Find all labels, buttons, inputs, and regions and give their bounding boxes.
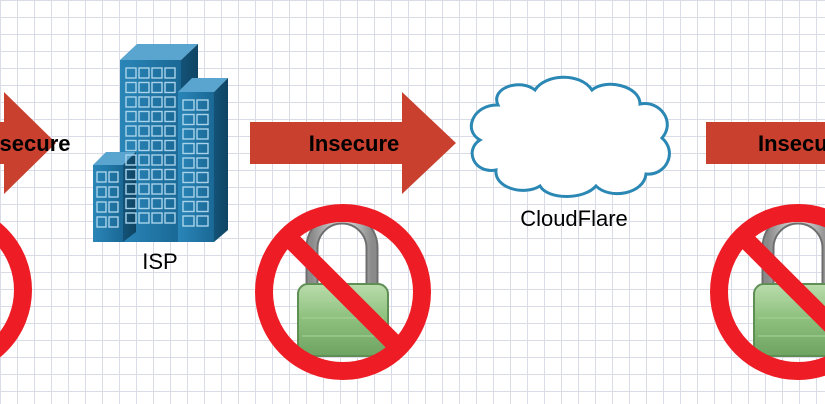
building-window xyxy=(151,168,163,181)
building-window xyxy=(196,99,209,111)
building-window xyxy=(182,128,195,140)
isp-label: ISP xyxy=(142,249,177,274)
isp-building-icon xyxy=(93,44,228,242)
building-window xyxy=(164,139,176,152)
arrow-right-label: Insecure xyxy=(758,131,825,156)
building-window xyxy=(182,215,195,227)
building-window xyxy=(108,201,119,213)
building-window xyxy=(196,128,209,140)
arrow-isp-to-cloudflare: Insecure xyxy=(250,92,456,194)
building-window xyxy=(125,168,137,181)
building-window xyxy=(125,125,137,137)
building-window xyxy=(182,142,195,155)
building-window xyxy=(108,186,119,198)
building-window xyxy=(96,186,107,198)
building-window xyxy=(164,154,176,166)
building-window xyxy=(96,201,107,213)
building-window xyxy=(125,81,137,94)
building-window xyxy=(138,154,150,166)
building-window xyxy=(196,142,209,155)
cloudflare-label: CloudFlare xyxy=(520,206,628,231)
building-window xyxy=(182,171,195,184)
building-window xyxy=(151,212,163,224)
building-window xyxy=(182,99,195,111)
building-window xyxy=(138,125,150,137)
building-window xyxy=(125,197,137,210)
building-window xyxy=(138,96,150,108)
prohibited-lock-middle xyxy=(255,204,431,380)
building-window xyxy=(164,212,176,224)
building-window xyxy=(182,113,195,126)
building-window xyxy=(138,81,150,94)
building-window xyxy=(125,96,137,108)
building-window xyxy=(108,216,119,228)
building-window xyxy=(182,157,195,169)
building-window xyxy=(138,67,150,79)
building-window xyxy=(151,139,163,152)
building-window xyxy=(196,186,209,198)
building-window xyxy=(138,183,150,195)
building-window xyxy=(125,183,137,195)
building-window xyxy=(196,171,209,184)
building-window xyxy=(151,125,163,137)
building-window xyxy=(125,212,137,224)
building-window xyxy=(164,67,176,79)
building-window xyxy=(138,110,150,123)
building-window xyxy=(125,110,137,123)
building-window xyxy=(138,197,150,210)
building-window xyxy=(151,110,163,123)
building-window xyxy=(138,139,150,152)
building-window xyxy=(125,67,137,79)
building-window xyxy=(164,125,176,137)
building-window xyxy=(164,168,176,181)
building-window xyxy=(196,113,209,126)
building-window xyxy=(151,96,163,108)
building-window xyxy=(138,168,150,181)
prohibited-lock-left xyxy=(0,222,32,358)
building-window xyxy=(164,183,176,195)
building-window xyxy=(196,215,209,227)
arrow-right: Insecure xyxy=(706,122,825,164)
building-window xyxy=(151,183,163,195)
building-window xyxy=(196,200,209,213)
building-window xyxy=(196,157,209,169)
building-window xyxy=(182,186,195,198)
building-window xyxy=(151,197,163,210)
building-window xyxy=(138,212,150,224)
building-window xyxy=(151,67,163,79)
building-window xyxy=(151,81,163,94)
arrow-left: Insecure xyxy=(0,92,71,194)
building-window xyxy=(164,197,176,210)
arrow-isp-to-cloudflare-label: Insecure xyxy=(309,131,400,156)
building-window xyxy=(125,139,137,152)
prohibited-lock-right xyxy=(710,204,825,380)
building-window xyxy=(164,81,176,94)
building-window xyxy=(108,171,119,183)
building-window xyxy=(164,110,176,123)
building-window xyxy=(96,171,107,183)
arrow-left-label: Insecure xyxy=(0,131,71,156)
cloudflare-cloud-icon xyxy=(469,75,671,198)
building-window xyxy=(151,154,163,166)
building-window xyxy=(96,216,107,228)
building-window xyxy=(125,154,137,166)
building-window xyxy=(182,200,195,213)
building-window xyxy=(164,96,176,108)
